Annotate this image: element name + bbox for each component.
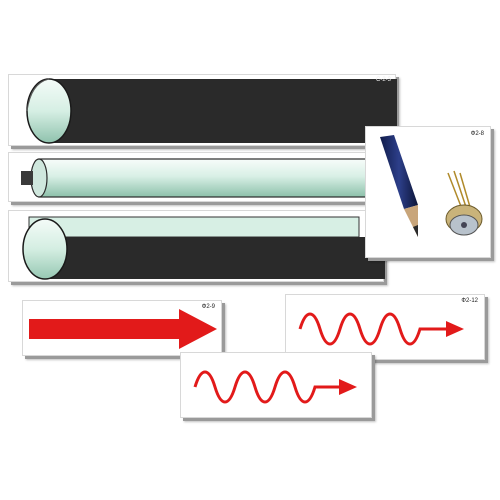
card-bottom-wave: [180, 352, 372, 418]
wave-arrow-icon: [193, 370, 357, 404]
half-tube-graphic: [22, 216, 385, 280]
card-f212-wave: Ф2-12: [285, 294, 485, 360]
card-label-f212: Ф2-12: [461, 298, 478, 304]
pencil-icon: [380, 135, 418, 237]
wave-arrow-icon: [298, 312, 464, 346]
dark-tube-graphic: [26, 78, 397, 144]
card-half-tube: [8, 210, 385, 282]
card-label-f29: Ф2-9: [201, 304, 215, 310]
thick-arrow-icon: [29, 309, 217, 349]
card-f28-photo: Ф2-8: [365, 126, 491, 258]
card-label-c23: С-2-3: [375, 77, 391, 83]
glass-tube-graphic: [21, 158, 378, 198]
card-c23-cylinder: С-2-3: [8, 74, 397, 146]
laser-diode-icon: [445, 170, 483, 236]
card-f29-arrow: Ф2-9: [22, 300, 222, 356]
card-label-f28: Ф2-8: [470, 131, 484, 137]
card-glass-tube: [8, 152, 378, 202]
